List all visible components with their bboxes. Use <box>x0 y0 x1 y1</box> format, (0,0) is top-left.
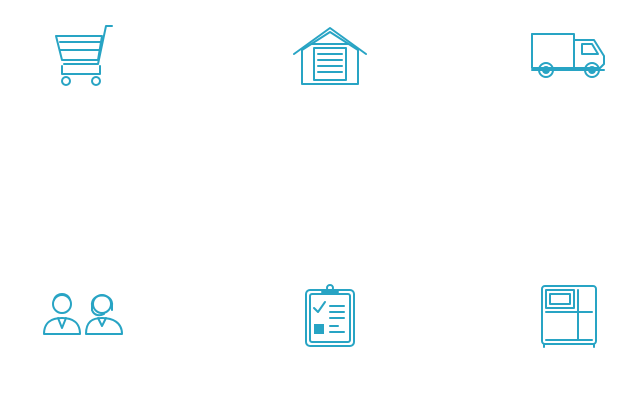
cart-icon <box>50 22 116 88</box>
warehouse-icon <box>292 26 368 88</box>
support-team-icon <box>40 288 130 338</box>
cabinet-icon <box>538 284 600 348</box>
checklist-icon <box>302 282 358 350</box>
truck-icon <box>528 28 610 82</box>
